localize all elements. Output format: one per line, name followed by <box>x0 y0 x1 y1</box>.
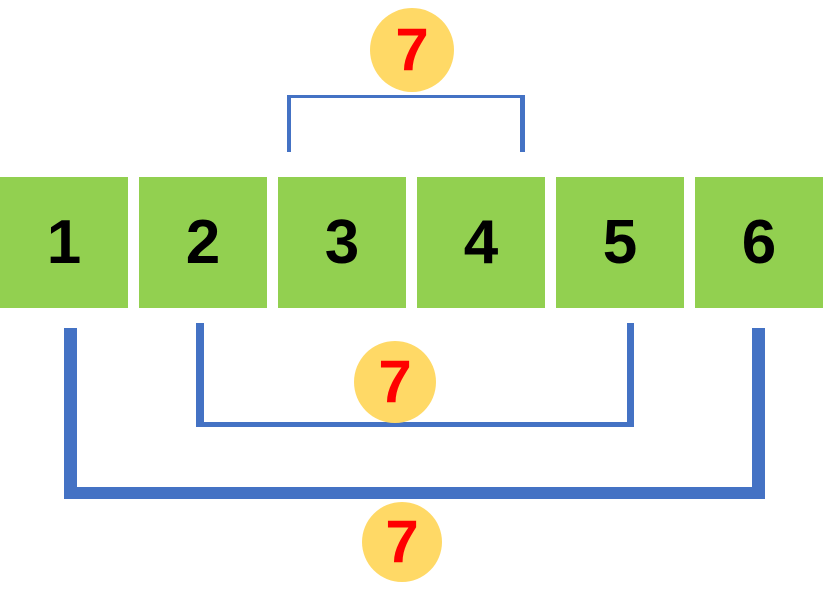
number-cell-4: 4 <box>417 177 545 308</box>
number-cell-5: 5 <box>556 177 684 308</box>
cell-label-3: 3 <box>324 207 360 277</box>
sum-badge-1-6: 7 <box>362 502 442 582</box>
sum-value-2-5: 7 <box>378 348 412 415</box>
number-cell-1: 1 <box>0 177 128 308</box>
bracket-pair-1-6 <box>64 328 765 499</box>
sum-value-1-6: 7 <box>385 508 419 575</box>
bracket-pair-3-4 <box>287 95 525 152</box>
number-cell-6: 6 <box>695 177 823 308</box>
number-cell-2: 2 <box>139 177 267 308</box>
cell-label-4: 4 <box>463 207 499 277</box>
cell-label-6: 6 <box>741 207 777 277</box>
cell-label-5: 5 <box>602 207 638 277</box>
cell-label-2: 2 <box>185 207 221 277</box>
sum-value-3-4: 7 <box>395 16 429 83</box>
cell-label-1: 1 <box>46 207 82 277</box>
sum-badge-2-5: 7 <box>354 341 436 423</box>
number-cell-3: 3 <box>278 177 406 308</box>
bracket-pair-2-5 <box>196 323 634 427</box>
sum-badge-3-4: 7 <box>370 8 454 92</box>
